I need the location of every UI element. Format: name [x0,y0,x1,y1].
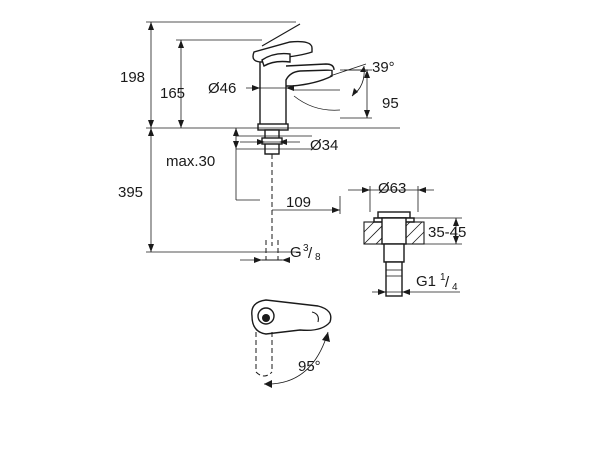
label-hose-thread-slash: / [308,245,313,262]
label-base-diameter: Ø34 [310,137,338,154]
label-max-deck: max.30 [166,153,215,170]
label-waste-thread-den: 4 [452,282,458,293]
label-spout-angle: 39° [372,59,395,76]
label-109: 109 [286,194,311,211]
label-waste-thread-slash: / [445,274,450,291]
label-waste-diameter: Ø63 [378,180,406,197]
label-waste-thread-num: 1 [440,272,446,283]
label-hose-thread: G [290,244,302,261]
dimension-lines [146,21,400,263]
label-395: 395 [118,184,143,201]
label-spout-projection: 95 [382,95,399,112]
label-35-45: 35-45 [428,224,466,241]
label-handle-diameter: Ø46 [208,80,236,97]
label-hose-thread-num: 3 [303,243,309,254]
supply-hose [262,154,282,261]
label-hose-thread-den: 8 [315,252,321,263]
handle-top-view [251,299,332,388]
label-handle-rotation: 95° [298,358,321,375]
waste-fitting [348,186,462,297]
label-165: 165 [160,85,185,102]
dimension-labels: 198 165 Ø46 39° 95 Ø34 max.30 395 109 Ø6… [118,59,466,375]
label-waste-thread: G1 [416,273,436,290]
label-198: 198 [120,69,145,86]
